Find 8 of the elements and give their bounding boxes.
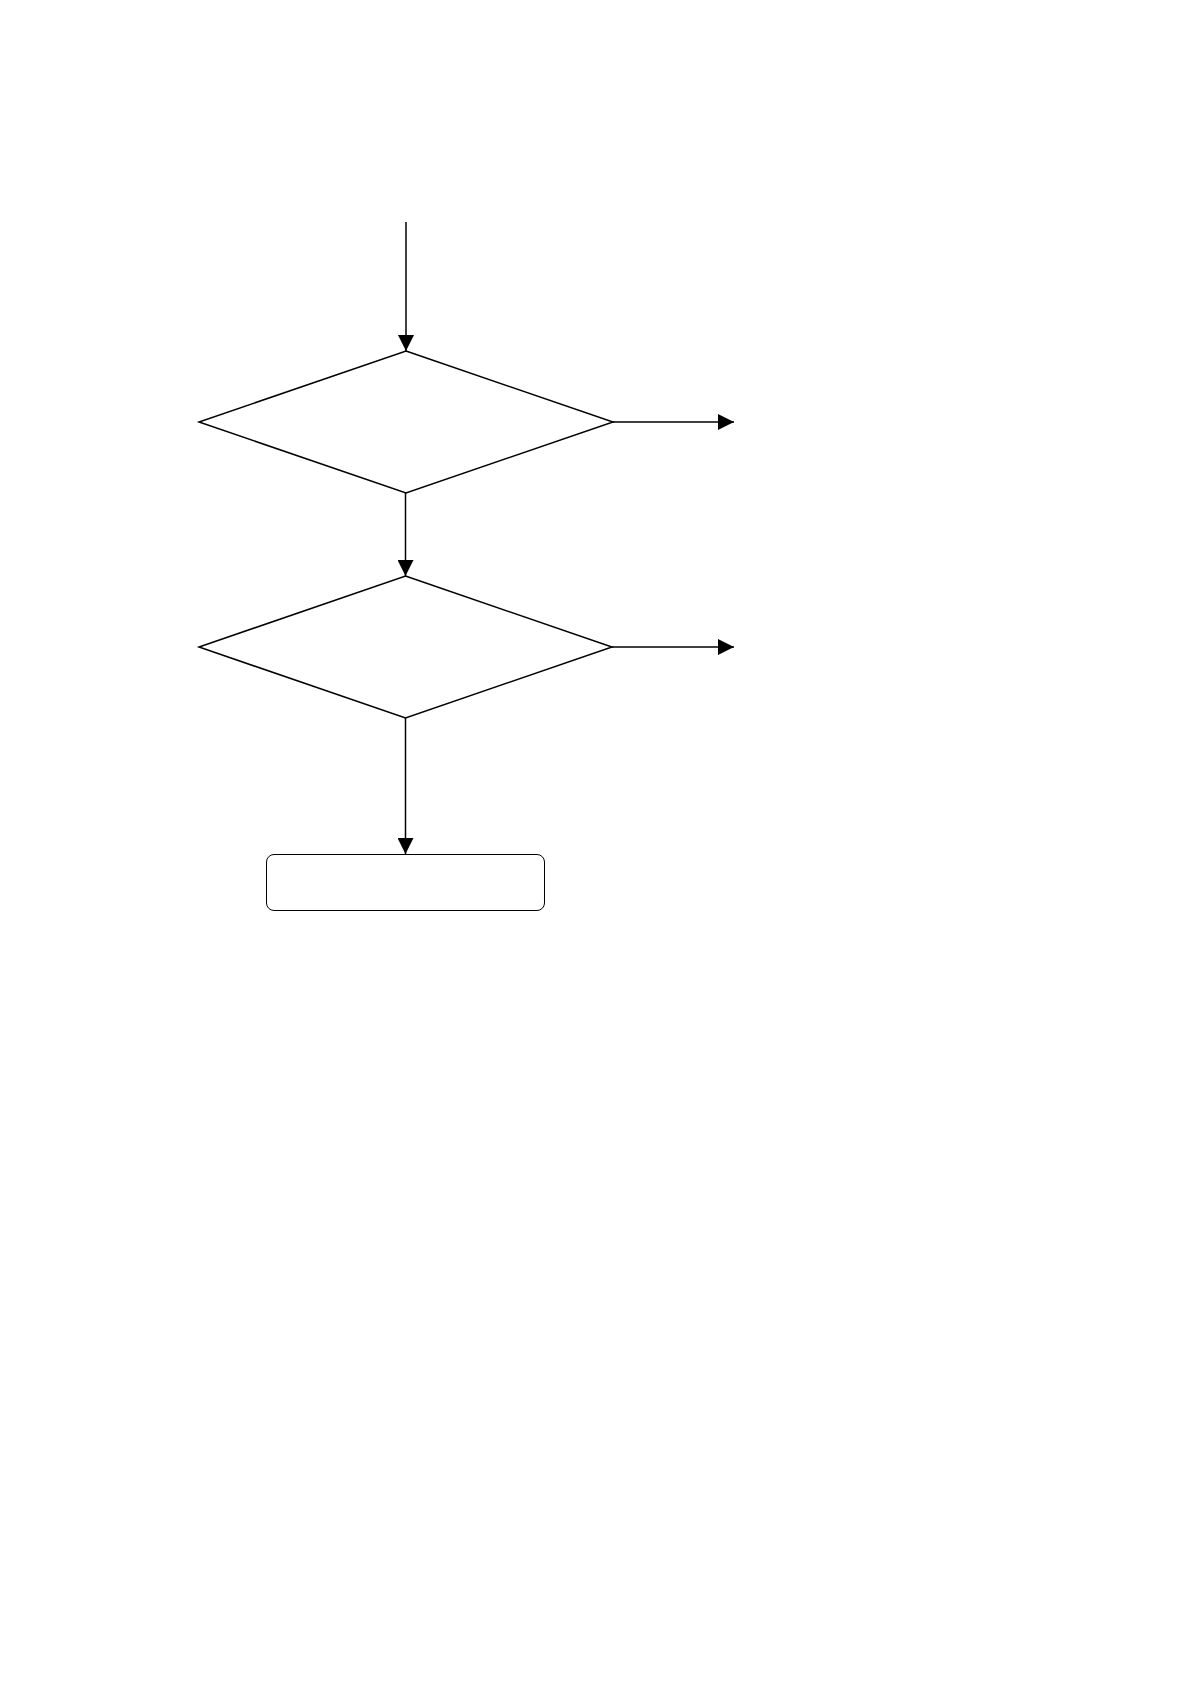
decision-diamond: [199, 576, 612, 718]
arrow: [612, 414, 735, 430]
decision-diamond: [199, 351, 613, 493]
arrow: [397, 717, 414, 855]
arrow: [397, 492, 414, 577]
arrow: [611, 639, 735, 655]
process-box: [266, 854, 545, 911]
arrow: [398, 221, 414, 352]
